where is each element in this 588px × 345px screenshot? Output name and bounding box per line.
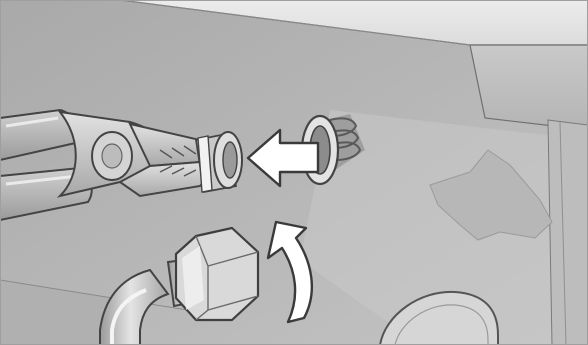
gripped-fitting-icon	[196, 132, 242, 192]
side-panel-edge	[548, 120, 588, 345]
hose-nut-icon	[176, 228, 258, 320]
